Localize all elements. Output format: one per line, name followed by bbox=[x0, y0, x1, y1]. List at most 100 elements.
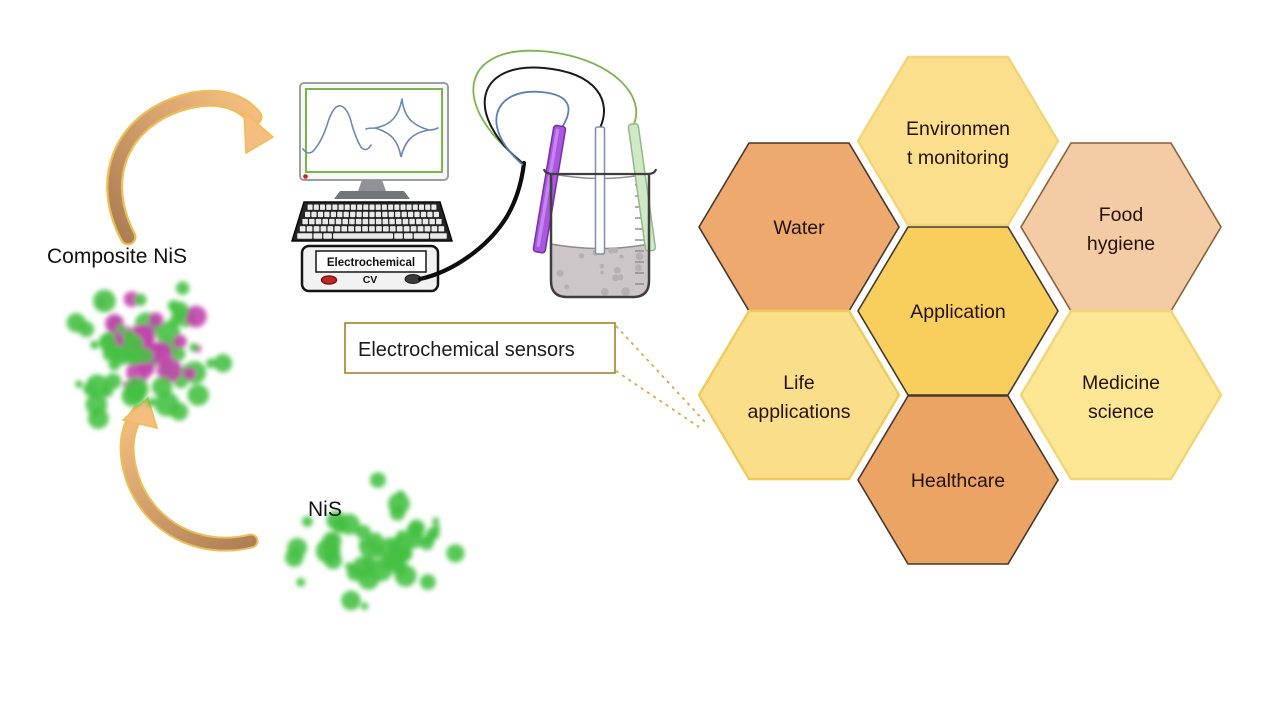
sensor-label: Electrochemical sensors bbox=[358, 339, 575, 361]
power-led-icon bbox=[303, 174, 308, 179]
key bbox=[349, 218, 355, 225]
particle bbox=[446, 544, 465, 563]
key bbox=[341, 226, 348, 232]
signal-waveform-curve bbox=[302, 105, 372, 154]
bubble bbox=[619, 254, 624, 259]
particle bbox=[419, 536, 434, 551]
particle bbox=[172, 334, 187, 349]
key bbox=[389, 218, 395, 225]
particle bbox=[115, 324, 126, 334]
wire-green bbox=[472, 49, 638, 163]
key bbox=[330, 211, 336, 218]
key bbox=[333, 233, 393, 239]
key bbox=[324, 211, 330, 218]
particle bbox=[149, 341, 172, 365]
arrow-head-icon bbox=[243, 110, 275, 155]
particle bbox=[189, 343, 199, 352]
hexagon-shape bbox=[1019, 309, 1223, 481]
particle bbox=[355, 524, 371, 540]
bubble bbox=[612, 274, 619, 282]
particle bbox=[66, 313, 86, 333]
key bbox=[369, 211, 375, 218]
key bbox=[412, 204, 418, 210]
key bbox=[431, 226, 438, 232]
key bbox=[375, 204, 381, 210]
particle bbox=[184, 305, 207, 328]
key bbox=[430, 233, 447, 239]
key bbox=[375, 218, 382, 225]
particle bbox=[341, 590, 361, 611]
particle bbox=[167, 300, 179, 312]
key bbox=[363, 204, 369, 210]
key bbox=[401, 211, 407, 218]
key bbox=[433, 211, 439, 218]
keyboard bbox=[290, 201, 454, 242]
key bbox=[438, 226, 445, 232]
key bbox=[335, 218, 342, 225]
particle bbox=[432, 524, 441, 533]
particle bbox=[428, 530, 438, 539]
keyboard-keys bbox=[297, 204, 447, 239]
bubble bbox=[600, 270, 604, 275]
particle bbox=[107, 321, 119, 332]
bubble bbox=[621, 287, 630, 296]
particle bbox=[346, 564, 363, 581]
hexagon-application: Application bbox=[857, 226, 1059, 396]
bubble bbox=[600, 288, 609, 296]
key bbox=[408, 211, 414, 218]
particle bbox=[87, 408, 109, 429]
monitor-screen bbox=[305, 88, 443, 173]
key bbox=[307, 204, 313, 210]
arrow-outline bbox=[106, 89, 263, 246]
bubble bbox=[617, 274, 624, 281]
key bbox=[362, 226, 368, 232]
particle bbox=[75, 380, 83, 389]
key bbox=[311, 211, 317, 218]
key bbox=[348, 226, 354, 232]
composite-nis-label: Composite NiS bbox=[47, 245, 187, 268]
monitor-stand-neck bbox=[358, 180, 386, 191]
key bbox=[355, 226, 361, 232]
beaker-outline bbox=[549, 174, 651, 299]
key bbox=[306, 226, 313, 232]
hexagon-shape bbox=[697, 309, 901, 481]
key bbox=[425, 204, 431, 210]
key bbox=[342, 218, 348, 225]
hexagon-label-healthcare: Healthcare bbox=[911, 470, 1005, 492]
key bbox=[355, 218, 362, 225]
arrow-body bbox=[108, 92, 261, 244]
cv-voltammogram-curve bbox=[365, 98, 439, 158]
key bbox=[356, 211, 362, 218]
wire-blue bbox=[495, 90, 570, 166]
dashed-connector-bottom bbox=[615, 370, 700, 428]
particle bbox=[90, 340, 99, 350]
key bbox=[317, 211, 324, 218]
beaker-liquid bbox=[551, 244, 649, 296]
key bbox=[436, 218, 442, 225]
key bbox=[395, 211, 401, 218]
key bbox=[394, 233, 403, 239]
particle bbox=[370, 472, 386, 488]
key bbox=[344, 204, 350, 210]
key bbox=[388, 211, 394, 218]
nis-to-composite-arrow bbox=[119, 396, 259, 552]
arrow-body bbox=[121, 406, 257, 550]
key bbox=[299, 226, 306, 232]
power-button bbox=[320, 275, 338, 285]
key bbox=[326, 204, 332, 210]
key bbox=[315, 218, 322, 225]
key bbox=[394, 204, 400, 210]
particle bbox=[99, 333, 116, 351]
key bbox=[396, 218, 402, 225]
potentiostat-device: Electrochemical CV bbox=[300, 244, 440, 293]
key bbox=[396, 226, 403, 232]
key bbox=[313, 233, 323, 239]
key bbox=[357, 204, 363, 210]
